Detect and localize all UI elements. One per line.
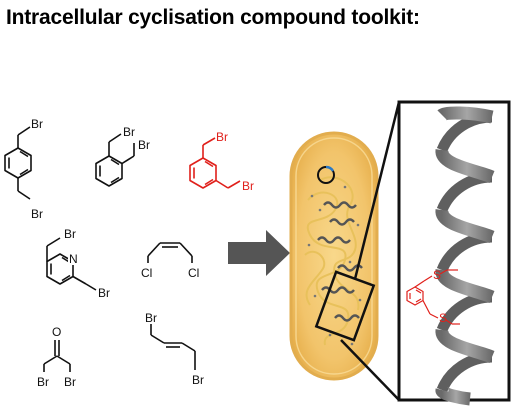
- bromine-label: Br: [98, 286, 110, 300]
- bromine-label: Br: [145, 311, 157, 325]
- sulfur-label: S: [439, 311, 447, 325]
- alpha-helix-icon: [435, 106, 495, 406]
- bromine-label: Br: [31, 117, 43, 131]
- bromine-label: Br: [37, 375, 49, 389]
- ortho-xylene-dibromide: Br Br: [95, 125, 150, 187]
- nitrogen-label: N: [69, 252, 78, 266]
- bromine-label: Br: [123, 125, 135, 139]
- chlorine-label: Cl: [188, 266, 199, 280]
- bromine-label: Br: [31, 207, 43, 221]
- zoom-line-bottom: [340, 339, 400, 401]
- dibromoacetone: O Br Br: [37, 325, 76, 389]
- stapled-linker: S S: [406, 268, 460, 325]
- meta-xylene-dibromide: Br Br: [189, 130, 254, 193]
- zoom-box-icon: S S: [397, 100, 511, 406]
- bacterial-cell-icon: [289, 131, 379, 381]
- chlorine-label: Cl: [141, 266, 152, 280]
- oxygen-label: O: [52, 325, 61, 339]
- pyridine-dibromide: Br N Br: [46, 227, 110, 300]
- para-xylene-dibromide: Br Br: [4, 117, 43, 221]
- cis-dichlorobutene: Cl Cl: [141, 242, 199, 280]
- trans-dibromobutene: Br Br: [145, 311, 204, 387]
- bromine-label: Br: [64, 227, 76, 241]
- bromine-label: Br: [216, 130, 228, 144]
- bromine-label: Br: [192, 373, 204, 387]
- bromine-label: Br: [138, 138, 150, 152]
- page-title: Intracellular cyclisation compound toolk…: [6, 6, 420, 29]
- sulfur-label: S: [433, 268, 441, 282]
- bromine-label: Br: [242, 179, 254, 193]
- bromine-label: Br: [64, 375, 76, 389]
- zoom-line-top: [353, 101, 401, 280]
- right-arrow-icon: [228, 230, 290, 276]
